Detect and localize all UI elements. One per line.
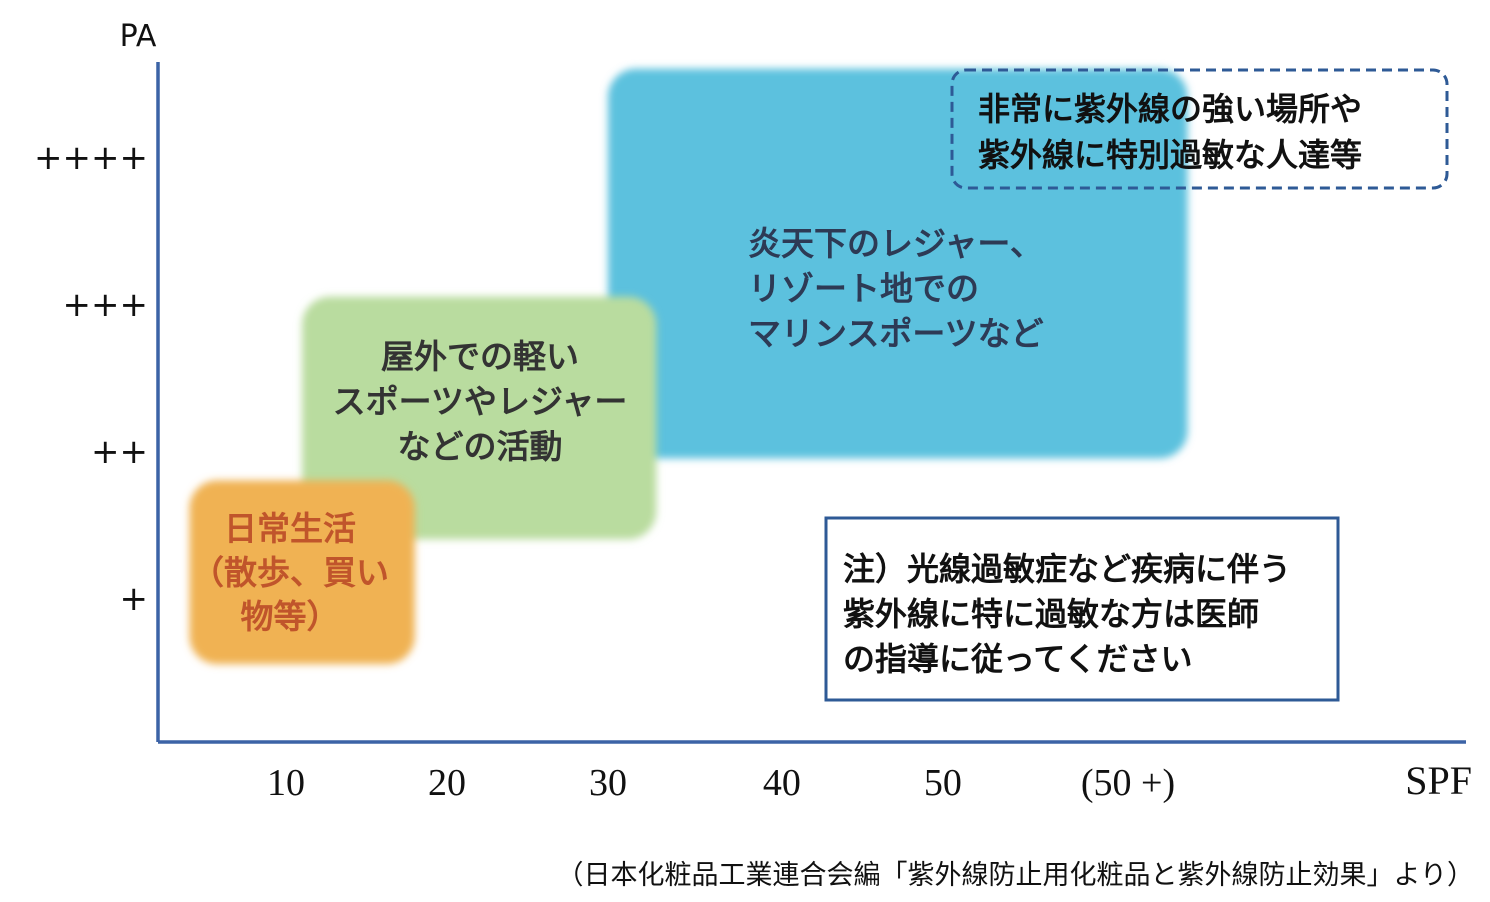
zone-daily-life-text: 日常生活 — [224, 509, 356, 548]
x-tick-label: 40 — [763, 762, 801, 804]
y-axis-label: PA — [120, 19, 157, 54]
zone-marine-sports — [608, 68, 1188, 459]
note-sensitive-note-box — [950, 68, 1449, 190]
note-medical-note-text: 注）光線過敏症など疾病に伴う — [843, 550, 1291, 588]
note-medical-note-box — [824, 516, 1340, 702]
notes-layer: 非常に紫外線の強い場所や紫外線に特別過敏な人達等注）光線過敏症など疾病に伴う紫外… — [824, 68, 1449, 702]
zones-layer: 炎天下のレジャー、リゾート地でのマリンスポーツなど屋外での軽いスポーツやレジャー… — [189, 68, 1188, 665]
x-tick-label: 50 — [924, 762, 962, 804]
zone-daily-life-text: 物等） — [241, 597, 340, 636]
note-medical-note-text: 紫外線に特に過敏な方は医師 — [843, 595, 1259, 633]
zone-outdoor-sports-text: 屋外での軽い — [381, 337, 579, 376]
note-sensitive-note-text: 非常に紫外線の強い場所や — [978, 90, 1362, 128]
x-tick-label: 20 — [428, 762, 466, 804]
note-medical-note-text: の指導に従ってください — [843, 640, 1192, 678]
source-citation: （日本化粧品工業連合会編「紫外線防止用化粧品と紫外線防止効果」より） — [557, 860, 1474, 891]
y-tick-label: ++ — [91, 432, 148, 472]
x-tick-label: 30 — [589, 762, 627, 804]
y-tick-label: +++ — [63, 285, 148, 325]
y-tick-label: + — [120, 579, 149, 619]
axes: PA SPF — [120, 19, 1472, 803]
zone-marine-sports-text: 炎天下のレジャー、 — [748, 224, 1043, 263]
note-sensitive-note-text: 紫外線に特別過敏な人達等 — [978, 136, 1362, 174]
y-tick-label: ++++ — [34, 138, 148, 178]
zone-daily-life — [189, 480, 415, 665]
x-tick-label: (50 +) — [1081, 762, 1175, 804]
zone-marine-sports-text: マリンスポーツなど — [748, 314, 1044, 353]
x-axis-label: SPF — [1405, 758, 1472, 803]
zone-outdoor-sports — [302, 296, 657, 540]
zone-outdoor-sports-text: などの活動 — [398, 427, 563, 466]
zone-daily-life-text: （散歩、買い — [191, 553, 389, 592]
zone-marine-sports-text: リゾート地での — [748, 269, 979, 308]
zone-outdoor-sports-text: スポーツやレジャー — [333, 382, 628, 421]
x-tick-label: 10 — [267, 762, 305, 804]
